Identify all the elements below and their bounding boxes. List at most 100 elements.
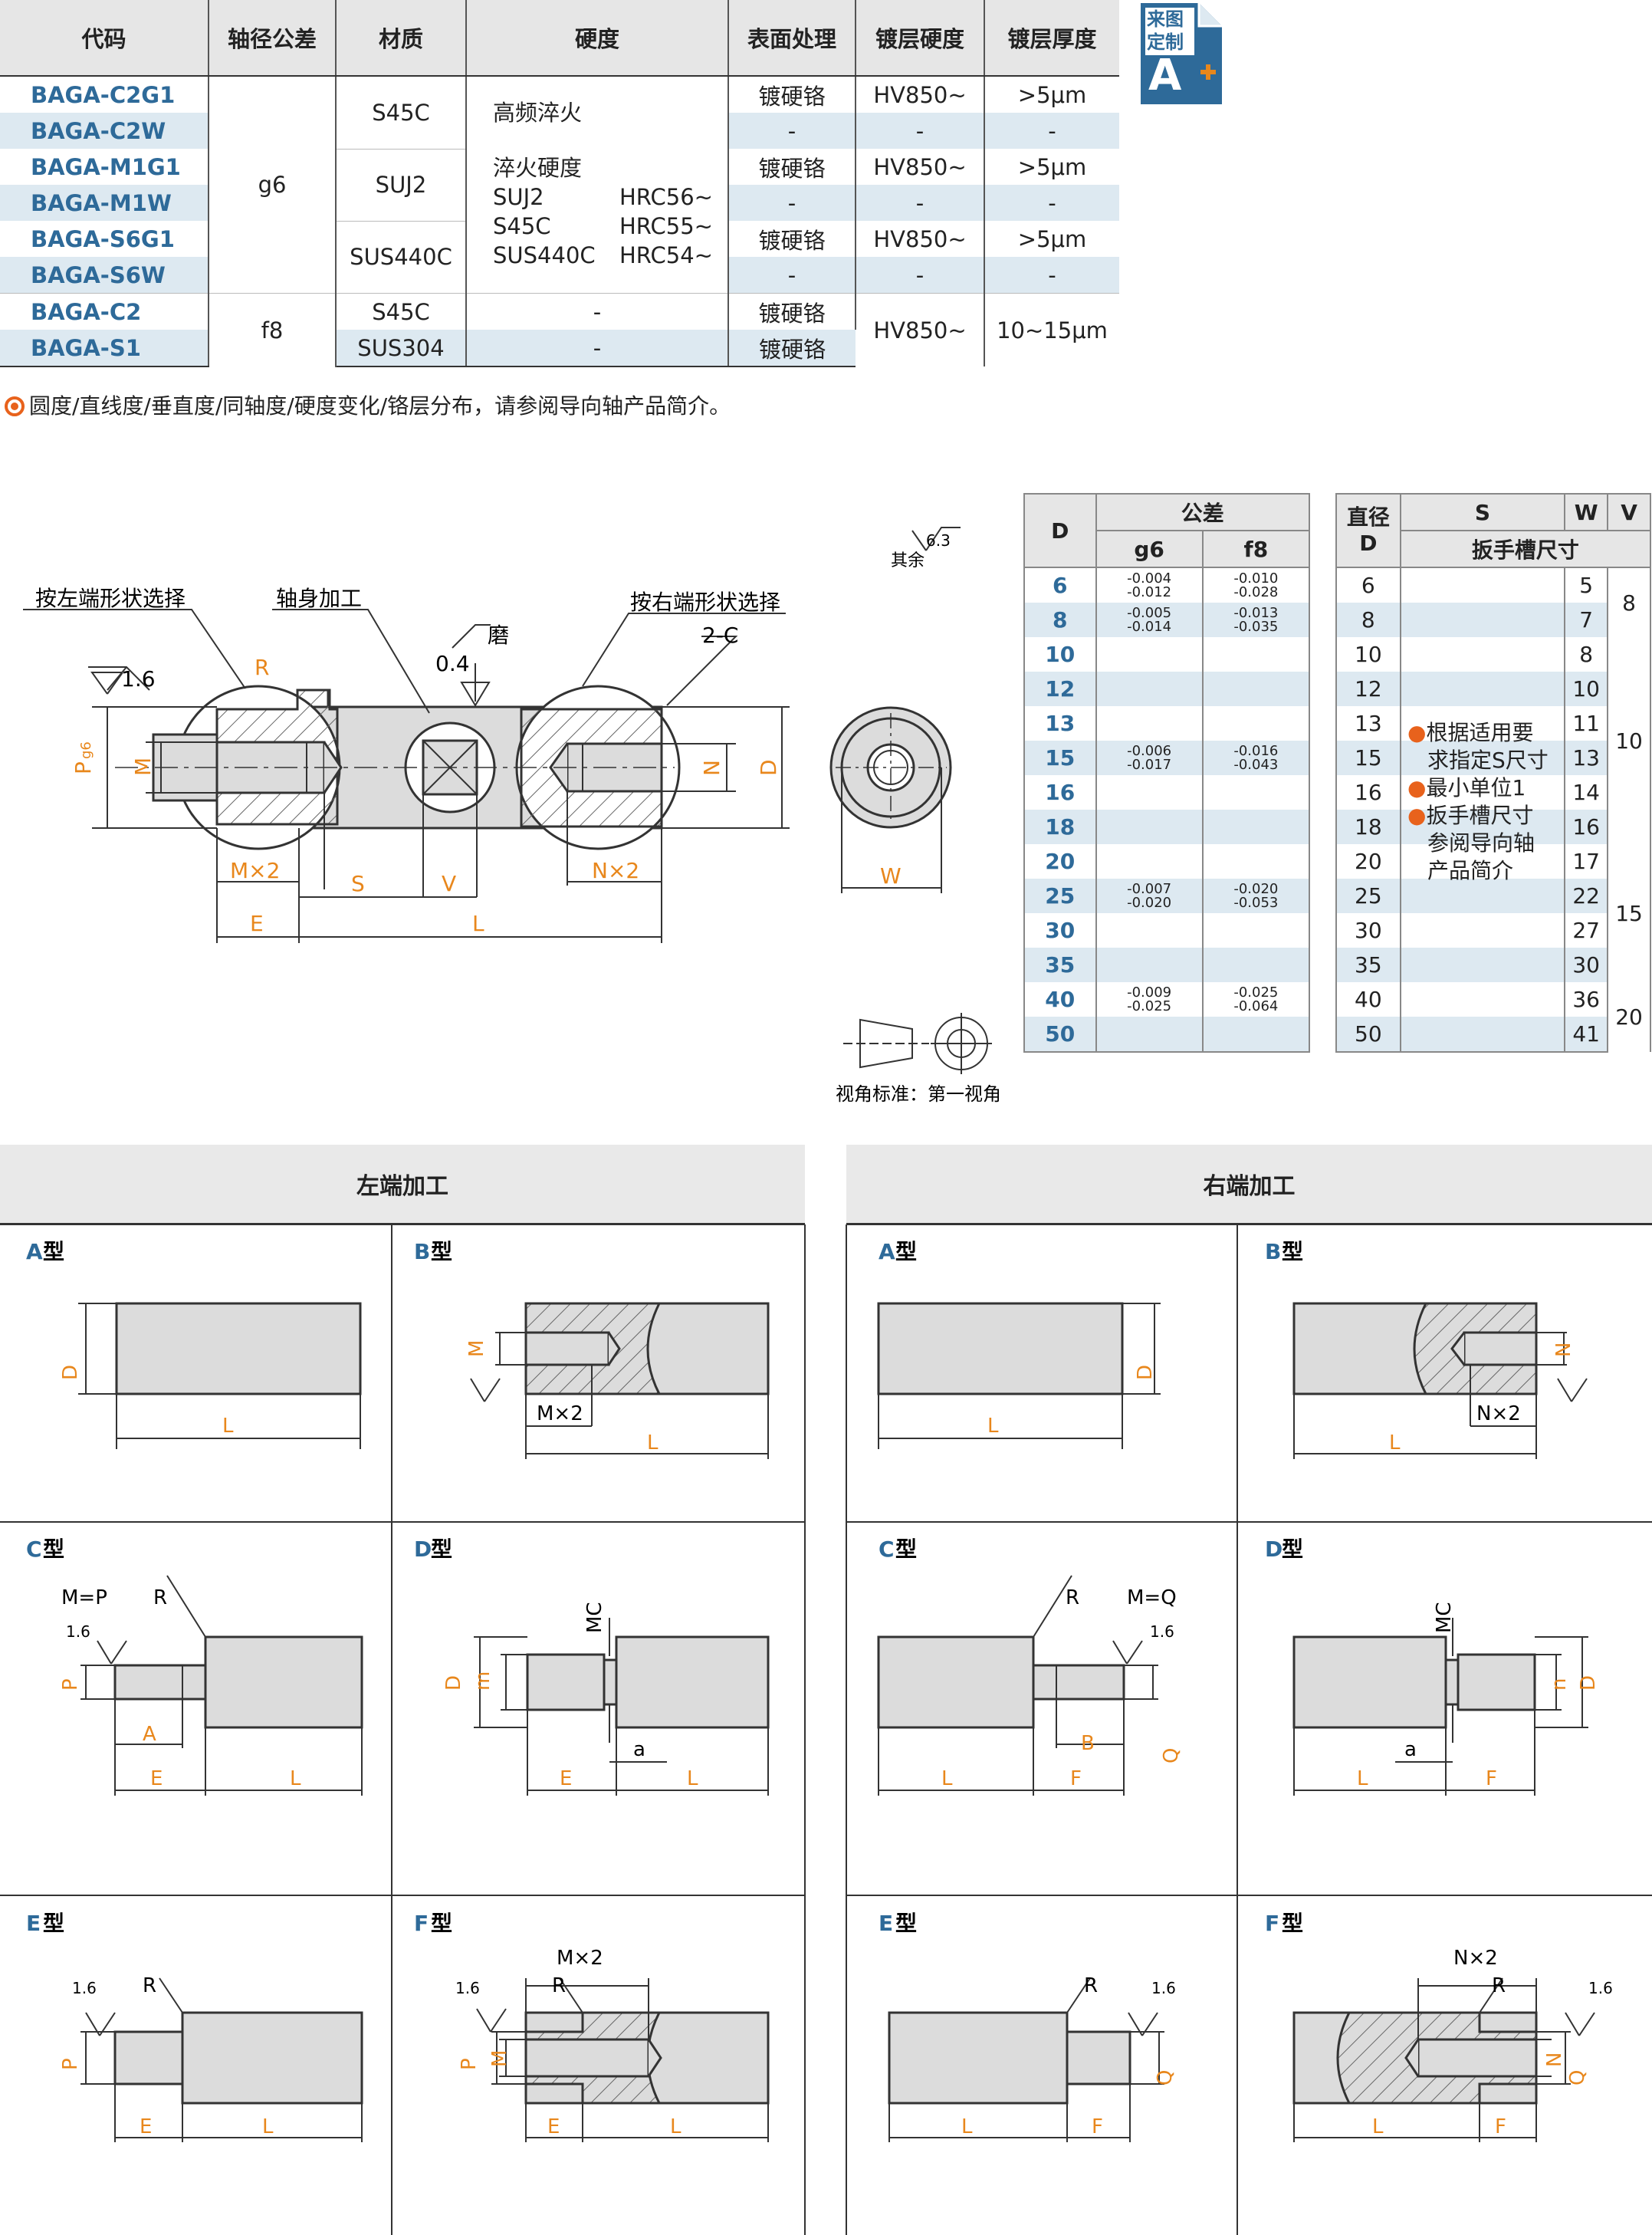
hardness-value: HRC56~ — [619, 184, 713, 210]
code-cell: BAGA-C2G1 — [0, 76, 209, 113]
right-type-c-drawing — [877, 1575, 1158, 1796]
wrench-d-cell: 25 — [1335, 879, 1401, 913]
type-a-right: A — [879, 1239, 895, 1264]
plating-thickness-cell: 10~15μm — [984, 293, 1119, 366]
wrench-s-cell — [1399, 948, 1566, 982]
right-end-header: 右端加工 — [846, 1145, 1652, 1225]
dim-d: D — [1134, 1365, 1157, 1380]
surface-cell: 镀硬铬 — [728, 330, 856, 367]
hardness-value: HRC55~ — [619, 213, 713, 239]
material-cell: SUS304 — [336, 330, 467, 367]
tol-row: 15-0.006-0.017-0.016-0.043 — [1023, 741, 1311, 775]
roughness-labels: 1.6 1.6 1.6 1.6 1.6 1.6 — [66, 1622, 1613, 1997]
right-type-b-drawing — [1292, 1302, 1588, 1459]
wrench-s-cell — [1399, 879, 1566, 913]
dim-q: Q — [1160, 1748, 1183, 1763]
code-cell: BAGA-S6W — [0, 257, 209, 294]
tol-f8-cell — [1201, 948, 1311, 982]
header-plating-hardness: 镀层硬度 — [856, 0, 985, 77]
tol-f8-cell — [1201, 637, 1311, 672]
wrench-d-cell: 12 — [1335, 672, 1401, 706]
surface-cell: 镀硬铬 — [728, 293, 856, 330]
wrench-w-cell: 30 — [1564, 948, 1609, 982]
tol-row: 8-0.005-0.014-0.013-0.035 — [1023, 603, 1311, 637]
wrench-d-cell: 8 — [1335, 603, 1401, 637]
left-shape-label: 按左端形状选择 — [35, 586, 186, 611]
wrench-s-cell — [1399, 706, 1566, 741]
roughness-63: 6.3 — [926, 531, 951, 550]
shaft-drawing: 按左端形状选择 轴身加工 按右端形状选择 磨 0.4 1.6 2-C P 其余 … — [23, 527, 1001, 1105]
tol-row: 18 — [1023, 810, 1311, 844]
hardness-cell: - — [466, 330, 729, 367]
wrench-w-cell: 17 — [1564, 844, 1609, 879]
document-icon — [1141, 3, 1222, 104]
wrench-s-cell — [1399, 810, 1566, 844]
spec-header-row: 代码 轴径公差 材质 硬度 表面处理 镀层硬度 镀层厚度 — [0, 0, 1119, 77]
surface-cell: - — [728, 185, 856, 221]
tol-g6-cell — [1095, 637, 1204, 672]
dim-mx2: M×2 — [537, 1402, 583, 1425]
dim-f: F — [1495, 2115, 1506, 2138]
tol-d-cell: 16 — [1023, 775, 1097, 810]
tol-g6-cell — [1095, 1017, 1204, 1053]
tol-g6-cell — [1095, 948, 1204, 982]
dim-m: M — [465, 1340, 488, 1357]
dim-m: M — [130, 758, 156, 776]
wrench-v-cell: 15 — [1607, 844, 1651, 982]
tol-row: 25-0.007-0.020-0.020-0.053 — [1023, 879, 1311, 913]
dim-r: R — [1066, 1586, 1079, 1609]
wrench-v-cell: 10 — [1607, 637, 1651, 844]
tol-row: 16 — [1023, 775, 1311, 810]
wrench-note-line: 扳手槽尺寸 — [1426, 803, 1534, 828]
dim-mc: MC — [1433, 1602, 1456, 1633]
dim-e: E — [560, 1767, 572, 1790]
tol-f8-cell: -0.010-0.028 — [1201, 567, 1311, 603]
tol-lower: -0.035 — [1233, 618, 1279, 635]
tol-lower: -0.014 — [1127, 618, 1172, 635]
header-code: 代码 — [0, 0, 209, 77]
dim-d: D — [1577, 1675, 1600, 1691]
plating-thickness-cell: - — [1048, 117, 1056, 144]
tol-g6-cell — [1095, 775, 1204, 810]
dim-l: L — [472, 911, 484, 936]
tol-f8-cell — [1201, 913, 1311, 948]
dim-p: P — [59, 2058, 82, 2070]
dim-b: B — [1081, 1732, 1095, 1755]
tol-lower: -0.043 — [1233, 756, 1279, 773]
wrench-s-cell — [1399, 1017, 1566, 1053]
dim-e: E — [250, 911, 264, 936]
dim-e: E — [150, 1767, 163, 1790]
tol-d-cell: 30 — [1023, 913, 1097, 948]
tol-f8-cell — [1201, 1017, 1311, 1053]
dim-a-small: a — [633, 1738, 645, 1761]
dim-v: V — [442, 871, 456, 896]
dim-l: L — [1372, 2115, 1384, 2138]
right-type-a-drawing — [877, 1302, 1161, 1449]
hardness-material: SUJ2 — [493, 184, 544, 210]
wrench-w-cell: 14 — [1564, 775, 1609, 810]
type-d-right: D — [1265, 1537, 1283, 1562]
wrench-d-cell: 13 — [1335, 706, 1401, 741]
wrench-w-cell: 27 — [1564, 913, 1609, 948]
dim-l: L — [262, 2115, 274, 2138]
hardness-cell: 高频淬火 — [466, 76, 729, 149]
dim-f: F — [1486, 1767, 1497, 1790]
spec-row: BAGA-C2G1 g6 S45C 高频淬火 镀硬铬 HV850~ >5μm — [0, 76, 1119, 294]
surface-cell: 镀硬铬 — [728, 149, 856, 185]
type-suffix: 型 — [895, 1537, 917, 1562]
plating-hardness-cell: HV850~ — [856, 221, 985, 257]
plating-hardness-cell: HV850~ — [856, 76, 985, 113]
right-type-e-drawing — [888, 1977, 1164, 2142]
tol-d-cell: 35 — [1023, 948, 1097, 982]
dim-r: R — [143, 1974, 156, 1997]
dim-p: P — [458, 2058, 481, 2070]
dim-m: M — [488, 2050, 511, 2067]
dim-p-g6: g6 — [78, 741, 94, 759]
roughness-16: 1.6 — [1151, 1979, 1176, 1997]
